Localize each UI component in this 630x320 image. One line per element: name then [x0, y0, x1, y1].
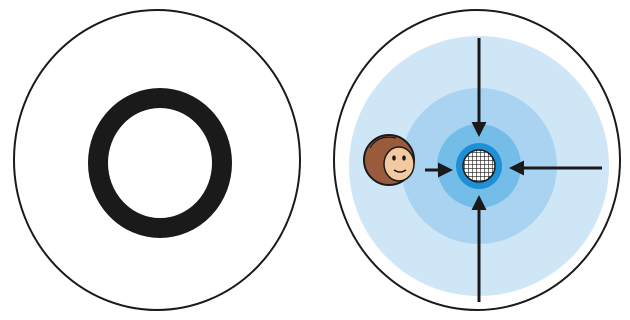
mesh-grid-icon: [463, 150, 495, 182]
monkey-head-icon: [364, 135, 414, 185]
left-panel: [14, 10, 300, 310]
right-panel: [334, 10, 620, 310]
left-panel-outline: [14, 10, 300, 310]
